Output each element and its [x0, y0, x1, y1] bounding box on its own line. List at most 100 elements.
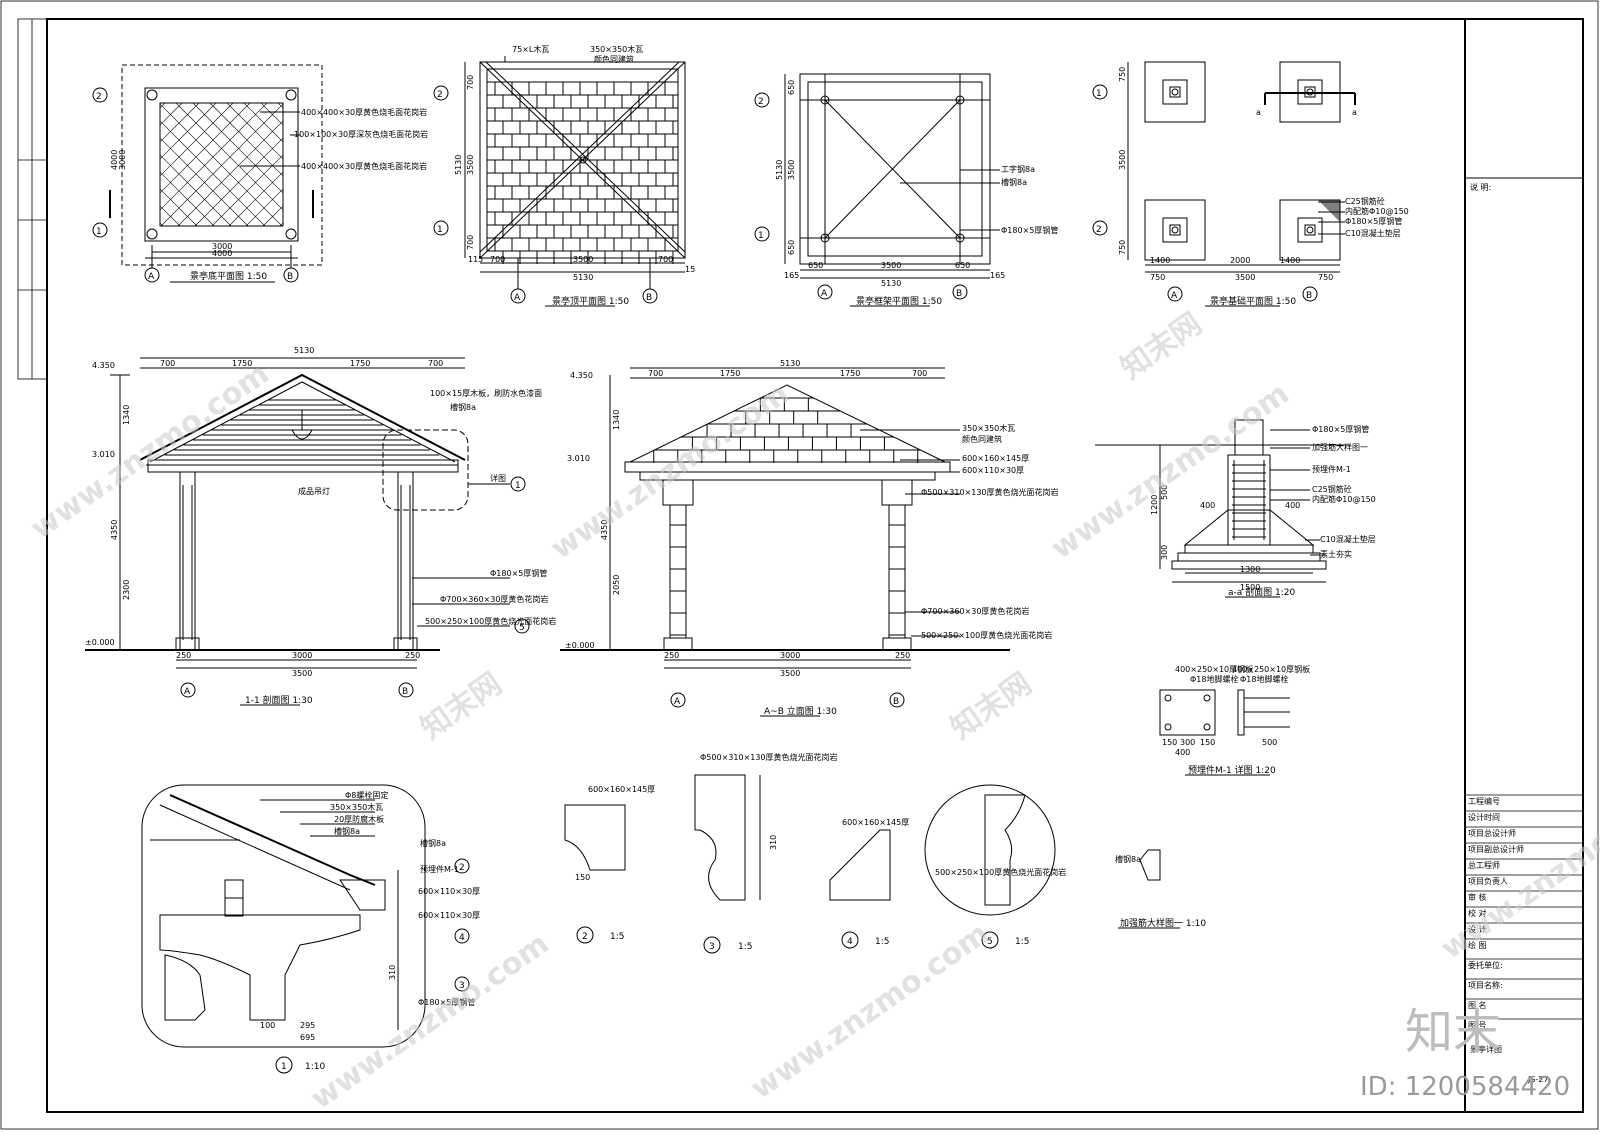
svg-text:150: 150	[1162, 738, 1177, 747]
svg-text:1400: 1400	[1150, 256, 1170, 265]
svg-text:www.znzmo.com: www.znzmo.com	[1435, 776, 1600, 966]
svg-text:3500: 3500	[573, 255, 593, 264]
title-detail-2: 1:5	[610, 932, 624, 942]
svg-text:115: 115	[468, 255, 483, 264]
svg-text:A: A	[184, 687, 191, 697]
svg-text:3000: 3000	[780, 651, 800, 660]
svg-text:150: 150	[1200, 738, 1215, 747]
svg-text:4.350: 4.350	[570, 371, 593, 380]
svg-text:A: A	[821, 289, 828, 299]
svg-text:2: 2	[459, 863, 465, 873]
svg-text:600×110×30厚: 600×110×30厚	[418, 911, 480, 920]
svg-text:500×250×100厚黄色烧光面花岗岩: 500×250×100厚黄色烧光面花岗岩	[425, 616, 556, 626]
title-section-a-a: a-a 剖面图 1:20	[1228, 586, 1295, 598]
svg-text:B: B	[893, 697, 899, 707]
title-roof-plan: 景亭顶平面图 1:50	[552, 295, 629, 307]
svg-text:2: 2	[1096, 225, 1102, 235]
svg-text:B: B	[646, 293, 652, 303]
svg-text:1340: 1340	[612, 410, 621, 430]
svg-text:400: 400	[1285, 501, 1300, 510]
svg-text:500×250×100厚黄色烧光面花岗岩: 500×250×100厚黄色烧光面花岗岩	[921, 630, 1052, 640]
svg-text:知末网: 知末网	[415, 666, 509, 746]
svg-text:内配筋Φ10@150: 内配筋Φ10@150	[1312, 494, 1376, 504]
svg-text:4350: 4350	[110, 520, 119, 540]
svg-text:www.znzmo.com: www.znzmo.com	[1045, 376, 1296, 566]
svg-text:C25钢筋砼: C25钢筋砼	[1312, 484, 1352, 494]
tb-row: 图 号	[1468, 1021, 1487, 1030]
svg-text:www.znzmo.com: www.znzmo.com	[305, 926, 556, 1116]
svg-text:165: 165	[990, 271, 1005, 280]
svg-text:700: 700	[466, 75, 475, 90]
svg-text:槽钢8a: 槽钢8a	[334, 826, 360, 836]
svg-text:Φ700×360×30厚黄色花岗岩: Φ700×360×30厚黄色花岗岩	[440, 594, 548, 604]
svg-text:500: 500	[1160, 485, 1169, 500]
svg-text:750: 750	[1118, 67, 1127, 82]
svg-text:2300: 2300	[122, 580, 131, 600]
svg-text:A: A	[514, 293, 521, 303]
svg-text:素土夯实: 素土夯实	[1320, 549, 1352, 559]
svg-text:600×160×145厚: 600×160×145厚	[588, 785, 655, 794]
svg-text:750: 750	[1150, 273, 1165, 282]
svg-text:350×350木瓦: 350×350木瓦	[962, 423, 1015, 433]
tb-row: 项目总设计师	[1468, 828, 1516, 838]
svg-text:5130: 5130	[454, 155, 463, 175]
title-detail-5: 1:5	[1015, 937, 1029, 947]
svg-text:700: 700	[160, 359, 175, 368]
svg-text:2000: 2000	[1230, 256, 1250, 265]
frame-plan: 2 1 5130 3500 650 650 3500 5130 650 650 …	[754, 73, 1058, 307]
axis-b: B	[287, 272, 293, 282]
detail-4: 600×160×145厚 4 1:5	[829, 818, 909, 949]
svg-text:400×250×10厚钢板: 400×250×10厚钢板	[1175, 664, 1253, 674]
svg-text:5130: 5130	[881, 279, 901, 288]
svg-text:1: 1	[758, 231, 764, 241]
svg-text:4: 4	[847, 937, 853, 947]
title-embed-m1: 预埋件M-1 详图 1:20	[1188, 764, 1276, 776]
svg-text:3500: 3500	[1118, 150, 1127, 170]
svg-text:4: 4	[459, 933, 465, 943]
svg-text:700: 700	[466, 235, 475, 250]
tb-row: 设计时间	[1468, 812, 1500, 822]
svg-text:知末网: 知末网	[945, 666, 1039, 746]
svg-text:20厚防腐木板: 20厚防腐木板	[334, 814, 384, 824]
svg-text:1400: 1400	[1280, 256, 1300, 265]
svg-text:Φ500×310×130厚黄色烧光面花岗岩: Φ500×310×130厚黄色烧光面花岗岩	[700, 752, 838, 762]
svg-text:2: 2	[582, 932, 588, 942]
svg-text:700: 700	[658, 255, 673, 264]
svg-text:1340: 1340	[122, 405, 131, 425]
tb-row: 校 对	[1468, 908, 1487, 918]
svg-text:165: 165	[784, 271, 799, 280]
svg-text:Φ180×5厚钢管: Φ180×5厚钢管	[1001, 225, 1058, 235]
svg-text:A: A	[674, 697, 681, 707]
svg-text:2: 2	[437, 90, 443, 100]
svg-text:3500: 3500	[787, 160, 796, 180]
svg-text:详图: 详图	[490, 473, 506, 483]
svg-text:3500: 3500	[466, 155, 475, 175]
embed-m1-detail: 400×250×10厚钢板 Φ18地脚螺栓 400×250×10厚钢板 Φ18地…	[1159, 664, 1310, 776]
svg-text:预埋件M-1: 预埋件M-1	[420, 864, 459, 874]
svg-text:3: 3	[709, 942, 715, 952]
svg-text:350×350木瓦: 350×350木瓦	[590, 44, 643, 54]
svg-text:250: 250	[895, 651, 910, 660]
tb-row: 项目副总设计师	[1468, 844, 1524, 854]
svg-text:2: 2	[758, 97, 764, 107]
tb-row: 项目负责人	[1468, 876, 1508, 886]
svg-text:槽钢8a: 槽钢8a	[450, 402, 476, 412]
svg-text:5130: 5130	[294, 346, 314, 355]
svg-text:4000: 4000	[110, 150, 119, 170]
title-rib-detail: 加强筋大样图一 1:10	[1120, 917, 1206, 929]
svg-text:1200: 1200	[1150, 495, 1159, 515]
svg-text:650: 650	[808, 261, 823, 270]
svg-text:75×L木瓦: 75×L木瓦	[512, 44, 549, 54]
tb-row: 项目名称:	[1468, 980, 1503, 990]
svg-text:700: 700	[490, 255, 505, 264]
watermark-id: ID: 1200584420	[1360, 1072, 1570, 1102]
svg-text:600×110×30厚: 600×110×30厚	[418, 887, 480, 896]
svg-text:C10混凝土垫层: C10混凝土垫层	[1345, 228, 1401, 238]
svg-text:B: B	[956, 289, 962, 299]
svg-text:3500: 3500	[1235, 273, 1255, 282]
svg-text:1750: 1750	[720, 369, 740, 378]
svg-text:3000: 3000	[292, 651, 312, 660]
svg-text:3.010: 3.010	[92, 450, 115, 459]
